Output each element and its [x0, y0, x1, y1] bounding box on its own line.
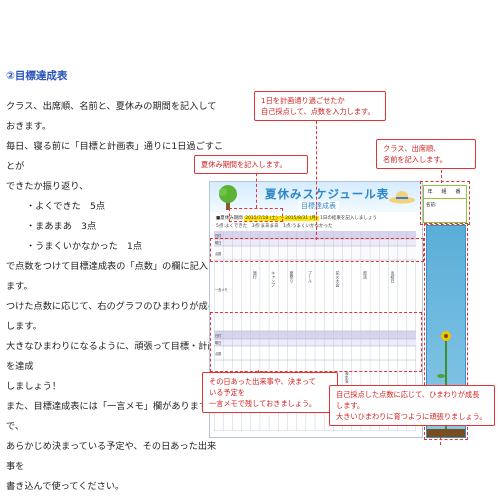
tree-icon	[219, 185, 237, 210]
memo-entry: 出校日	[391, 270, 396, 284]
sun-hat-icon	[389, 191, 415, 204]
grow-callout-line-1: 自己採点した点数に応じて、ひまわりが成長	[336, 390, 480, 399]
body-line: しましょう！	[6, 381, 62, 392]
gauge-highlight-box	[424, 223, 468, 440]
memo-callout-line-1: その日あった出来事や、決まって	[209, 377, 316, 386]
body-line: 大きなひまわりになるように、頑張って目標・計画	[6, 341, 217, 352]
grow-callout: 自己採点した点数に応じて、ひまわりが成長 します。 大きいひまわりに育つように頑…	[329, 385, 495, 426]
row-label-score: 点数	[215, 251, 222, 256]
legend-line: 5点:よくできた 3点:まあまあ 1点:うまくいかなかった	[216, 224, 333, 229]
body-line: で、	[6, 421, 25, 432]
memo-entry: 夏祭り	[290, 270, 295, 284]
class-callout-line-1: クラス、出席順、	[383, 144, 441, 153]
period-callout: 夏休み期間を記入します。	[194, 155, 308, 174]
body-line: とが	[6, 161, 25, 172]
memo-entry: 花火大会	[335, 270, 340, 288]
period-leader-line	[256, 168, 257, 208]
body-line: できたか振り返り、	[6, 181, 89, 192]
period-highlight-box	[229, 208, 283, 222]
memo-entry: 部活	[363, 270, 368, 280]
body-line: あらかじめ決まっている予定や、その日あった出来	[6, 441, 217, 452]
body-line: ・よくできた 5点	[26, 201, 106, 212]
section-heading: ②目標達成表	[6, 70, 68, 82]
body-line: ・うまくいかなかった 1点	[26, 241, 143, 252]
body-line: します。	[6, 321, 42, 332]
row-label-day: 曜日	[215, 241, 221, 245]
ground-strip	[427, 429, 465, 437]
memo-entry: キャンプ	[271, 271, 276, 288]
row-label-memo: 一言メモ	[215, 287, 228, 292]
instructions-text: クラス、出席順、名前と、夏休みの期間を記入しておきます。毎日、寝る前に「目標と計…	[6, 97, 224, 497]
body-line: 事を	[6, 461, 25, 472]
name-card: 年 組 番 名前:	[423, 185, 467, 223]
body-line: クラス、出席順、名前と、夏休みの期間を記入して	[6, 101, 217, 112]
score-row-highlight-box	[210, 238, 424, 262]
body-line: また、目標達成表には「一言メモ」欄がありますの	[6, 401, 218, 412]
memo-entry: プール	[308, 271, 313, 283]
name-card-highlight-box	[420, 181, 470, 225]
row-label-score-lower: 点数	[215, 351, 222, 356]
body-line: ます。	[6, 281, 33, 292]
body-line: 書き込んで使ってください。	[6, 481, 125, 492]
class-leader-line	[441, 165, 442, 183]
body-line: つけた点数に応じて、右のグラフのひまわりが成長	[6, 301, 217, 312]
period-value: 2015/7/18 (土) 〜 2015/8/31 (月)	[244, 216, 319, 221]
body-line: を達成	[6, 361, 34, 372]
row-label-day-lower: 曜日	[215, 341, 221, 345]
memo-entry: 旅行	[253, 270, 258, 280]
row-label-date-lower: 日付	[215, 333, 222, 338]
sheet-title: 夏休みスケジュール表	[265, 187, 390, 201]
body-line: ・まあまあ 3点	[26, 221, 97, 232]
sheet-subtitle: 目標達成表	[298, 201, 339, 211]
memo-callout-line-2: いる予定を	[209, 388, 245, 397]
grow-callout-line-3: 大きいひまわりに育つように頑張りましょう。	[336, 412, 487, 421]
period-note: 1日の結果を記入しましょう	[320, 216, 377, 221]
body-line: で点数をつけて目標達成表の「点数」の欄に記入し	[6, 261, 218, 272]
score-callout: 1日を計画通り過ごせたか 自己採点して、点数を入力します。	[254, 91, 386, 121]
score-leader-line	[316, 116, 317, 240]
memo-callout-line-3: 一言メモで残しておきましょう。	[209, 399, 316, 408]
class-callout: クラス、出席順、 名前を記入します。	[376, 139, 476, 169]
memo-callout: その日あった出来事や、決まって いる予定を 一言メモで残しておきましょう。	[202, 372, 338, 413]
memo-leader-line	[258, 370, 259, 373]
class-callout-line-2: 名前を記入します。	[383, 155, 447, 164]
class-number-header: 年 組 番	[424, 186, 466, 195]
score-callout-line-2: 自己採点して、点数を入力します。	[261, 107, 375, 116]
memo-rows-highlight-box	[210, 312, 422, 372]
row-label-date: 日付	[215, 233, 222, 238]
score-callout-line-1: 1日を計画通り過ごせたか	[261, 96, 345, 105]
period-callout-line-1: 夏休み期間を記入します。	[201, 160, 287, 169]
grow-leader-line	[440, 437, 441, 445]
name-field-label: 名前:	[424, 198, 466, 208]
grow-callout-line-2: します。	[336, 401, 365, 410]
body-line: 毎日、寝る前に「目標と計画表」通りに1日過ごすこ	[6, 141, 224, 152]
memo-entry-lower: 海水浴	[345, 370, 350, 384]
body-line: おきます。	[6, 121, 52, 132]
